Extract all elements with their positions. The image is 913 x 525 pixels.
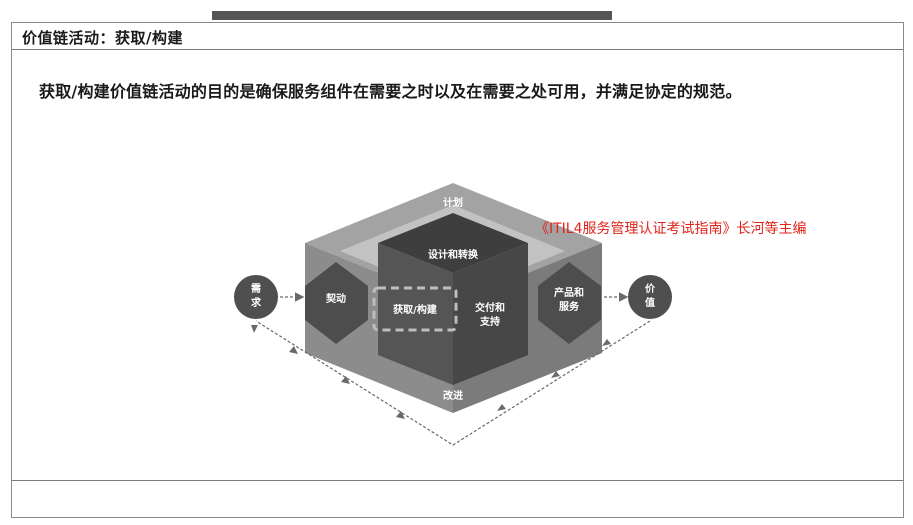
engage-label: 契动 [326,292,346,305]
deliver-support-label-line2: 支持 [479,315,500,328]
page-title: 价值链活动：获取/构建 [22,29,183,47]
engage-hexagon [305,262,368,344]
products-services-label-line2: 服务 [559,300,580,313]
demand-label-line2: 求 [251,296,262,309]
demand-circle [234,275,278,319]
purpose-statement: 获取/构建价值链活动的目的是确保服务组件在需要之时以及在需要之处可用，并满足协定… [39,82,742,101]
top-decor-bar [212,11,612,20]
feedback-loop [255,320,651,446]
footer-divider [12,480,903,481]
improve-label: 改进 [443,389,463,402]
value-label-line2: 值 [645,296,655,309]
design-transition-label: 设计和转换 [428,248,479,261]
source-citation: 《ITIL4服务管理认证考试指南》长河等主编 [535,221,807,237]
obtain-build-label: 获取/构建 [392,303,438,316]
products-services-label-line1: 产品和 [554,286,584,299]
central-cube [378,213,528,385]
feedback-arrowheads [251,325,611,419]
header-divider [12,49,903,50]
value-circle [628,275,672,319]
plan-label: 计划 [443,196,463,209]
demand-label-line1: 需 [251,283,261,295]
products-services-hexagon [538,262,601,344]
obtain-build-highlight [372,286,458,332]
deliver-support-label-line1: 交付和 [475,301,505,314]
value-label-line1: 价 [645,283,656,295]
